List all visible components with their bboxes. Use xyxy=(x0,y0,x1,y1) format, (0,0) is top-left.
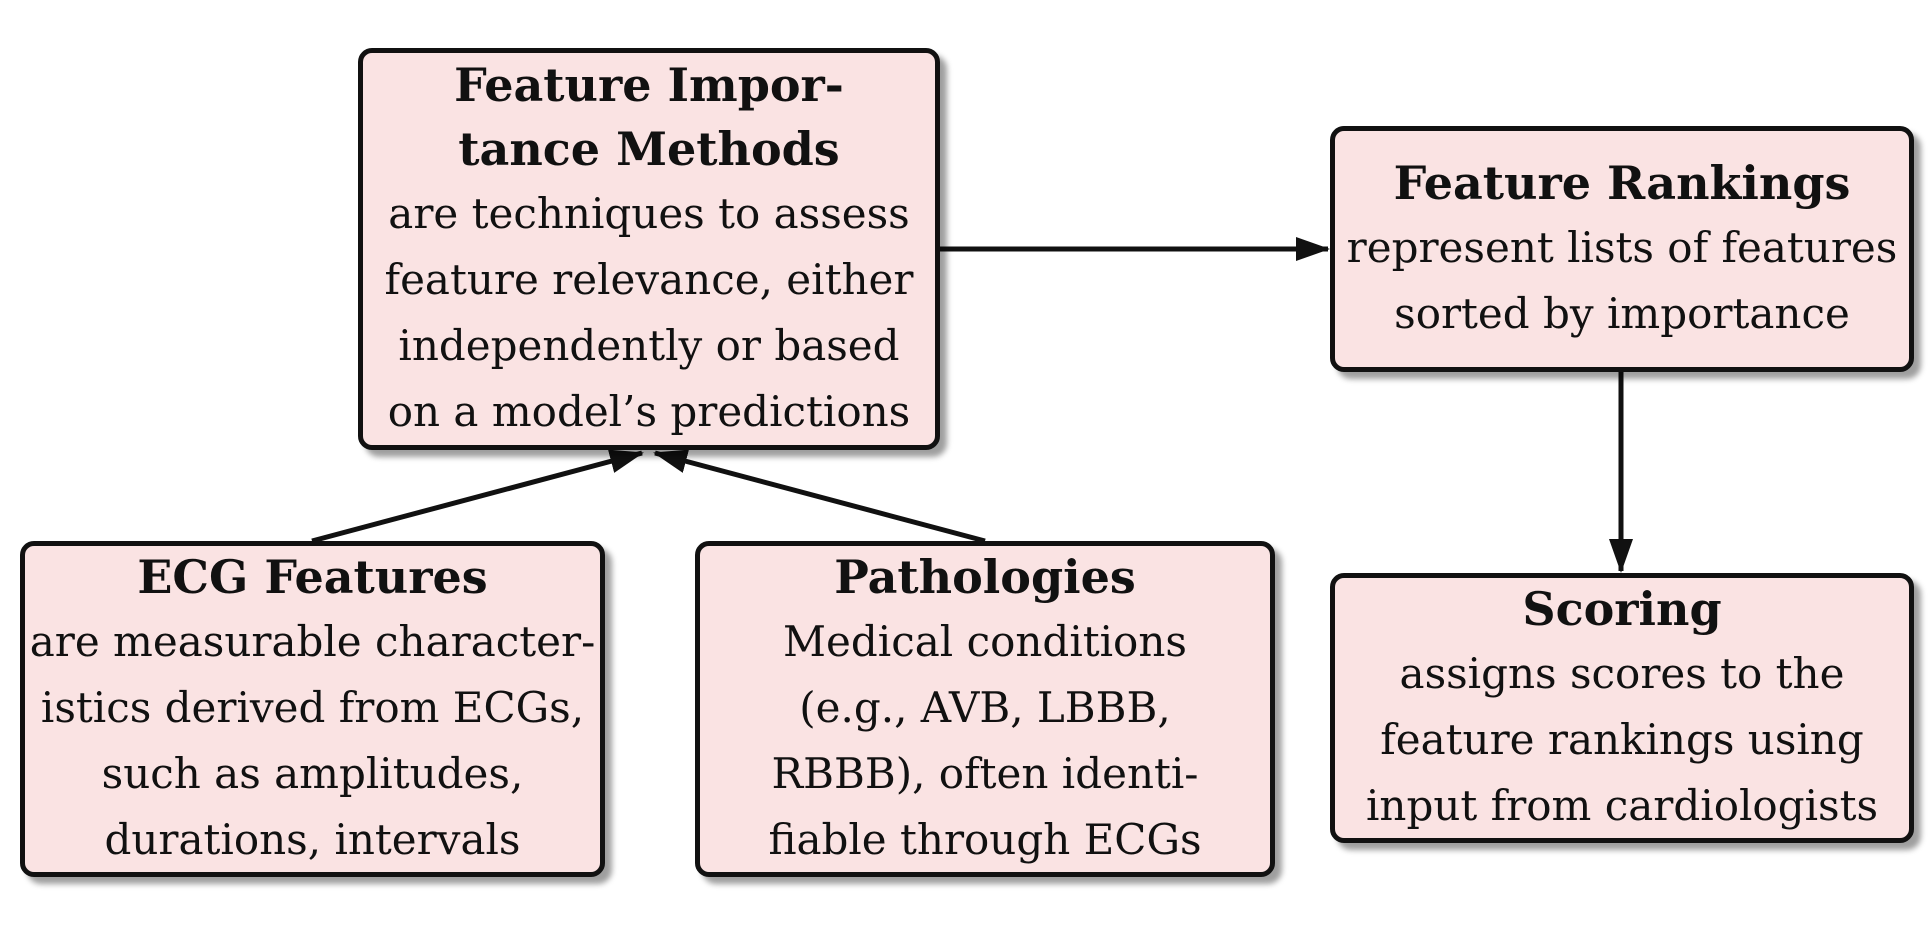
edge-pathologies-to-methods xyxy=(653,449,986,544)
node-description-line: istics derived from ECGs, xyxy=(40,683,585,732)
node-description-line: feature rankings using xyxy=(1380,715,1864,764)
node-description-line: on a model’s predictions xyxy=(387,387,911,436)
node-description-line: are measurable character- xyxy=(29,617,596,666)
edge-ecg-to-methods xyxy=(311,449,644,544)
node-description-line: Medical conditions xyxy=(783,617,1187,666)
node-title: Pathologies xyxy=(834,550,1136,604)
node-description-line: RBBB), often identi- xyxy=(771,749,1199,798)
node-feature-importance-methods: Feature Impor- tance Methods are techniq… xyxy=(358,48,940,450)
node-description-line: feature relevance, either xyxy=(384,255,914,304)
node-description-line: input from cardiologists xyxy=(1366,781,1878,830)
node-title: Feature Rankings xyxy=(1393,156,1851,210)
node-pathologies: Pathologies Medical conditions (e.g., AV… xyxy=(695,541,1275,877)
node-description-line: (e.g., AVB, LBBB, xyxy=(799,683,1171,732)
node-description-line: assigns scores to the xyxy=(1399,649,1845,698)
node-title: Feature Impor- xyxy=(454,58,844,112)
node-description-line: fiable through ECGs xyxy=(768,815,1202,864)
node-title: tance Methods xyxy=(458,122,840,176)
node-scoring: Scoring assigns scores to the feature ra… xyxy=(1330,573,1914,843)
node-ecg-features: ECG Features are measurable character- i… xyxy=(20,541,605,877)
node-description-line: durations, intervals xyxy=(104,815,521,864)
node-feature-rankings: Feature Rankings represent lists of feat… xyxy=(1330,126,1914,372)
node-title: Scoring xyxy=(1522,582,1722,636)
node-title: ECG Features xyxy=(137,550,488,604)
node-description-line: such as amplitudes, xyxy=(101,749,524,798)
node-description-line: represent lists of features xyxy=(1346,223,1898,272)
node-description-line: sorted by importance xyxy=(1394,289,1850,338)
node-description-line: independently or based xyxy=(398,321,900,370)
node-description-line: are techniques to assess xyxy=(388,189,910,238)
